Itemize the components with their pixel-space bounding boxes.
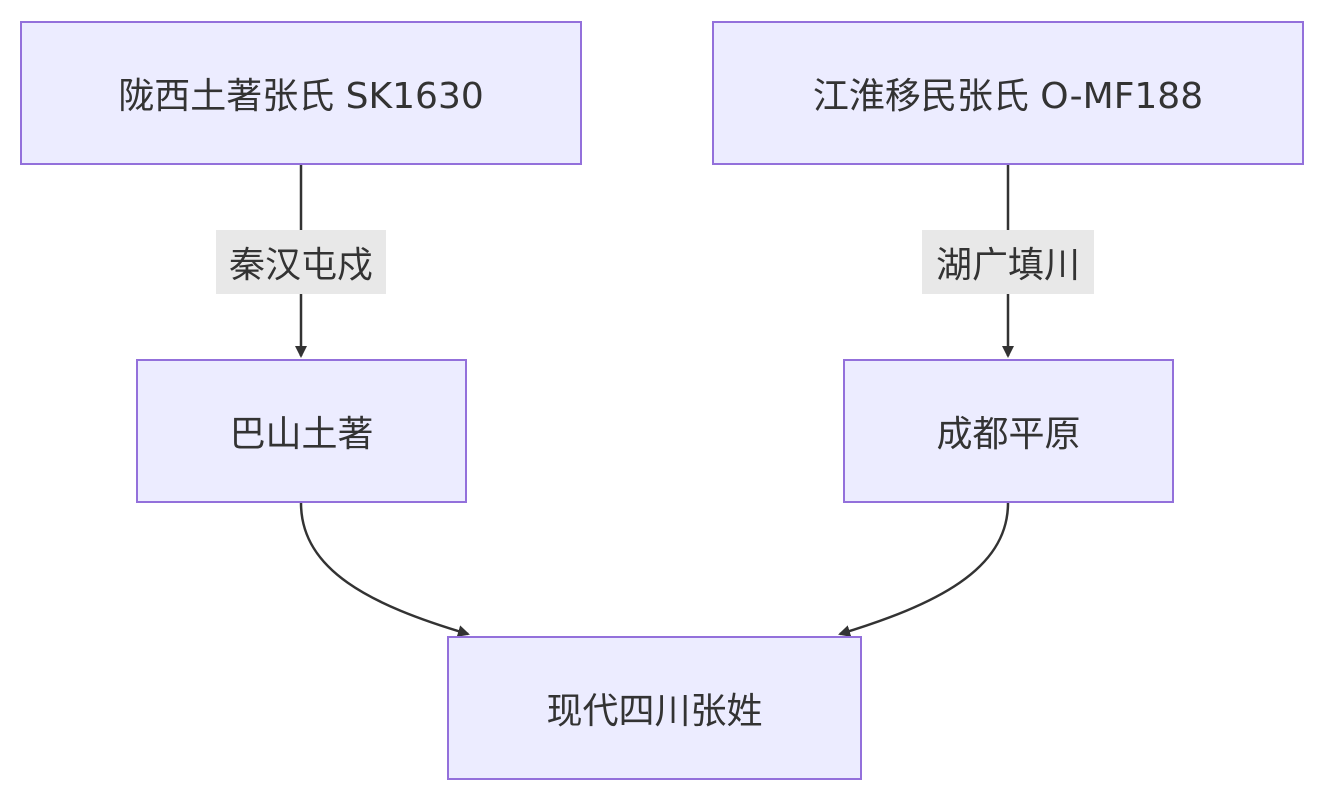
node-longxi-zhang: 陇西土著张氏 SK1630 (20, 21, 582, 165)
node-bashan: 巴山土著 (136, 359, 467, 503)
node-sichuan-zhang: 现代四川张姓 (447, 636, 862, 780)
node-bashan-label: 巴山土著 (229, 414, 374, 455)
node-chengdu-label: 成都平原 (936, 414, 1081, 455)
node-sichuan-zhang-label: 现代四川张姓 (546, 691, 763, 732)
node-longxi-zhang-label: 陇西土著张氏 SK1630 (118, 76, 484, 117)
node-chengdu: 成都平原 (843, 359, 1174, 503)
edge-bashan-to-sichuan (299, 502, 470, 637)
edge-label-huguang-text: 湖广填川 (935, 245, 1080, 286)
edge-label-qinhan-text: 秦汉屯戍 (228, 245, 373, 286)
edge-label-qinhan: 秦汉屯戍 (216, 230, 386, 294)
node-jianghuai-zhang-label: 江淮移民张氏 O-MF188 (812, 76, 1204, 117)
edge-label-huguang: 湖广填川 (922, 230, 1094, 294)
edge-chengdu-to-sichuan (838, 502, 1010, 637)
node-jianghuai-zhang: 江淮移民张氏 O-MF188 (712, 21, 1304, 165)
